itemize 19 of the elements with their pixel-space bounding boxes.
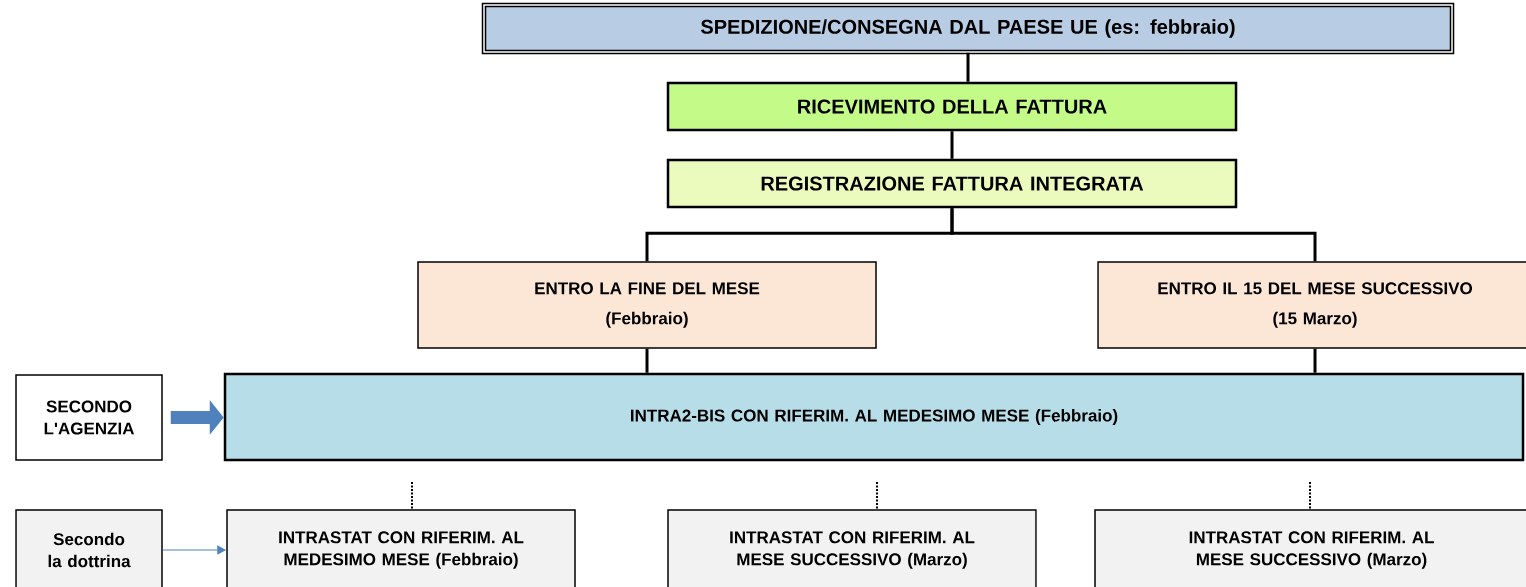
- declaration-box: INTRASTAT CON RIFERIM. AL MESE SUCCESSIVO (Marzo): [1094, 509, 1526, 587]
- process-box: RICEVIMENTO DELLA FATTURA: [666, 81, 1238, 132]
- connector-line: [876, 481, 878, 511]
- connector-line: [950, 131, 954, 159]
- connector-line: [950, 208, 1317, 262]
- connector-line: [411, 481, 413, 511]
- deadline-box: ENTRO IL 15 DEL MESE SUCCESSIVO (15 Marzo): [1097, 261, 1526, 349]
- declaration-box: INTRASTAT CON RIFERIM. AL MESE SUCCESSIVO (Marzo): [667, 509, 1037, 587]
- connector-line: [1313, 348, 1317, 373]
- deadline-box: ENTRO LA FINE DEL MESE (Febbraio): [417, 261, 877, 349]
- title-box: SPEDIZIONE/CONSEGNA DAL PAESE UE (es: febbraio): [481, 2, 1455, 55]
- declaration-box: INTRASTAT CON RIFERIM. AL MEDESIMO MESE (Febbraio): [226, 509, 576, 587]
- connector-line: [966, 52, 970, 82]
- connector-line: [1309, 481, 1311, 511]
- note-box: Secondo la dottrina: [15, 509, 163, 587]
- declaration-box: INTRA2-BIS CON RIFERIM. AL MEDESIMO MESE (Febbraio): [223, 372, 1525, 462]
- connector-line: [645, 348, 649, 373]
- process-box: REGISTRAZIONE FATTURA INTEGRATA: [666, 158, 1238, 209]
- note-box: SECONDO L'AGENZIA: [15, 374, 163, 461]
